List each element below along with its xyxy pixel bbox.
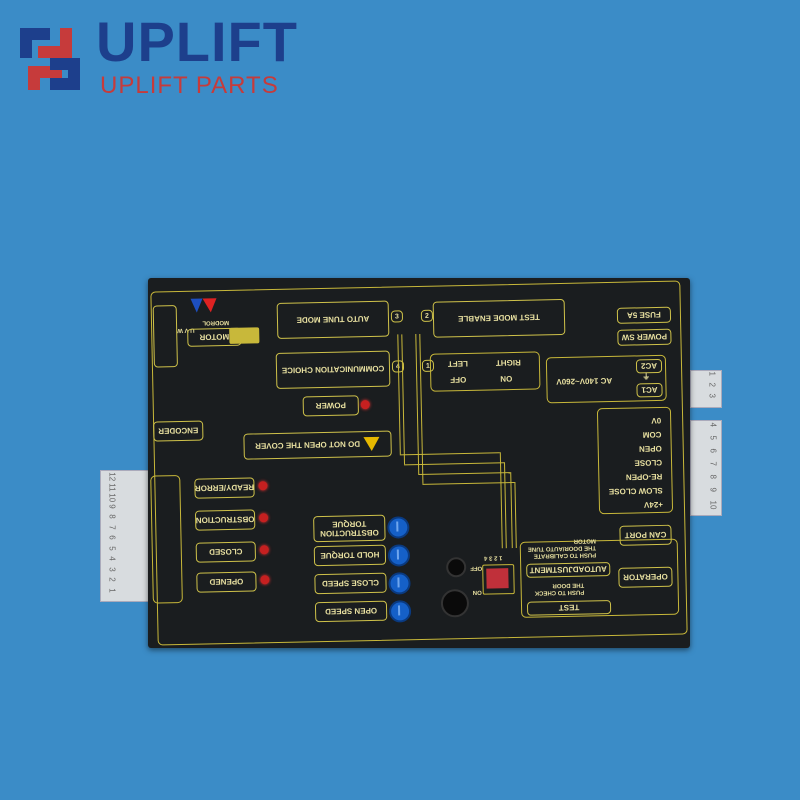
fuse-label: FUSE 5A xyxy=(616,306,672,324)
pin-number: 1 xyxy=(107,587,117,593)
pin-number: 10 xyxy=(708,500,718,510)
motor-plug-icon xyxy=(229,327,260,344)
logo-area: UPLIFT UPLIFT PARTS xyxy=(0,0,800,110)
dip-switch[interactable] xyxy=(486,568,509,589)
right-pin-labels-bottom: 4 5 6 7 8 9 10 xyxy=(705,422,718,513)
left-right-switch-box xyxy=(429,351,541,392)
brand-subtitle: UPLIFT PARTS xyxy=(100,72,279,99)
push-to-check-text: PUSH TO CHECK THE DOOR xyxy=(534,581,585,596)
signal-label-plus24v: +24V xyxy=(643,499,664,510)
right-label: RIGHT xyxy=(495,357,521,368)
modrol-text: MODROL xyxy=(202,318,230,326)
opened-label: OPENED xyxy=(196,571,257,593)
on-label: ON xyxy=(500,374,513,384)
signal-label-re_open: RE-OPEN xyxy=(625,471,663,482)
obstruction-label: OBSTRUCTION xyxy=(194,509,256,531)
brand-logo-icon xyxy=(20,28,80,90)
pin-number: 6 xyxy=(708,448,718,453)
signal-label-com: COM xyxy=(642,429,662,440)
hold-torque-label: HOLD TORQUE xyxy=(313,544,387,567)
pin-number: 5 xyxy=(708,435,718,440)
encoder-label: ENCODER xyxy=(153,420,204,442)
open-speed-label: OPEN SPEED xyxy=(314,600,388,623)
control-board: MODROL U V W MOTOR AUTO TUNE MODE 3 2 TE… xyxy=(148,278,690,648)
dip-on-label: ON xyxy=(472,588,482,595)
dip-off-label: OFF xyxy=(470,564,483,571)
earth-icon: ⏚ xyxy=(642,372,651,382)
do-not-open-warning: DO NOT OPEN THE COVER xyxy=(243,430,392,460)
test-mode-enable-box: TEST MODE ENABLE xyxy=(432,298,566,338)
ac-range-label: AC 140V~260V xyxy=(556,375,613,387)
left-label: LEFT xyxy=(447,358,469,369)
power-label: POWER xyxy=(302,395,359,417)
ac1-label: AC1 xyxy=(636,382,663,398)
pin-number: 7 xyxy=(708,461,718,466)
right-terminal-connector-bottom xyxy=(690,420,722,516)
brand-name: UPLIFT xyxy=(96,10,298,73)
signal-label-open: OPEN xyxy=(638,443,662,454)
push-to-calibrate-text: PUSH TO CALIBRATE THE DOOR/AUTO TUNE MOT… xyxy=(527,537,597,559)
ready-error-label: READY/ERROR xyxy=(194,477,255,499)
autoadjustment-label: AUTOADJUSTMENT xyxy=(526,562,611,578)
modrol-logo: MODROL xyxy=(188,296,229,326)
pin-number: 9 xyxy=(708,487,718,492)
left-terminal-connector xyxy=(100,470,150,602)
test-label: TEST xyxy=(526,600,612,616)
warning-triangle-icon xyxy=(363,436,381,452)
left-terminal-box xyxy=(150,475,183,604)
motor-terminal-block xyxy=(152,305,178,368)
dip-numbers: 1 2 3 4 xyxy=(483,554,503,561)
power-sw-label: POWER SW xyxy=(617,328,672,346)
signal-labels: 0V COM OPEN CLOSE RE-OPEN SLOW CLOSE +24V xyxy=(603,411,663,510)
signal-label-slow_close: SLOW CLOSE xyxy=(608,485,663,497)
off-label: OFF xyxy=(450,374,467,385)
pin-number: 3 xyxy=(707,393,717,398)
closed-label: CLOSED xyxy=(195,541,257,563)
pin-number: 4 xyxy=(708,422,718,427)
communication-choice-box: COMMUNICATION CHOICE xyxy=(275,350,391,389)
right-terminal-connector-top xyxy=(690,370,722,408)
auto-tune-mode-box: AUTO TUNE MODE xyxy=(276,300,390,339)
close-speed-label: CLOSE SPEED xyxy=(314,572,387,595)
operator-label: OPERATOR xyxy=(618,566,673,588)
dip-3-badge: 3 xyxy=(390,310,404,323)
signal-label-zero_v: 0V xyxy=(651,415,662,426)
modrol-logo-icon xyxy=(190,298,217,313)
pin-number: 8 xyxy=(708,474,718,479)
signal-label-close: CLOSE xyxy=(634,457,663,468)
dip-2-badge: 2 xyxy=(420,309,434,322)
